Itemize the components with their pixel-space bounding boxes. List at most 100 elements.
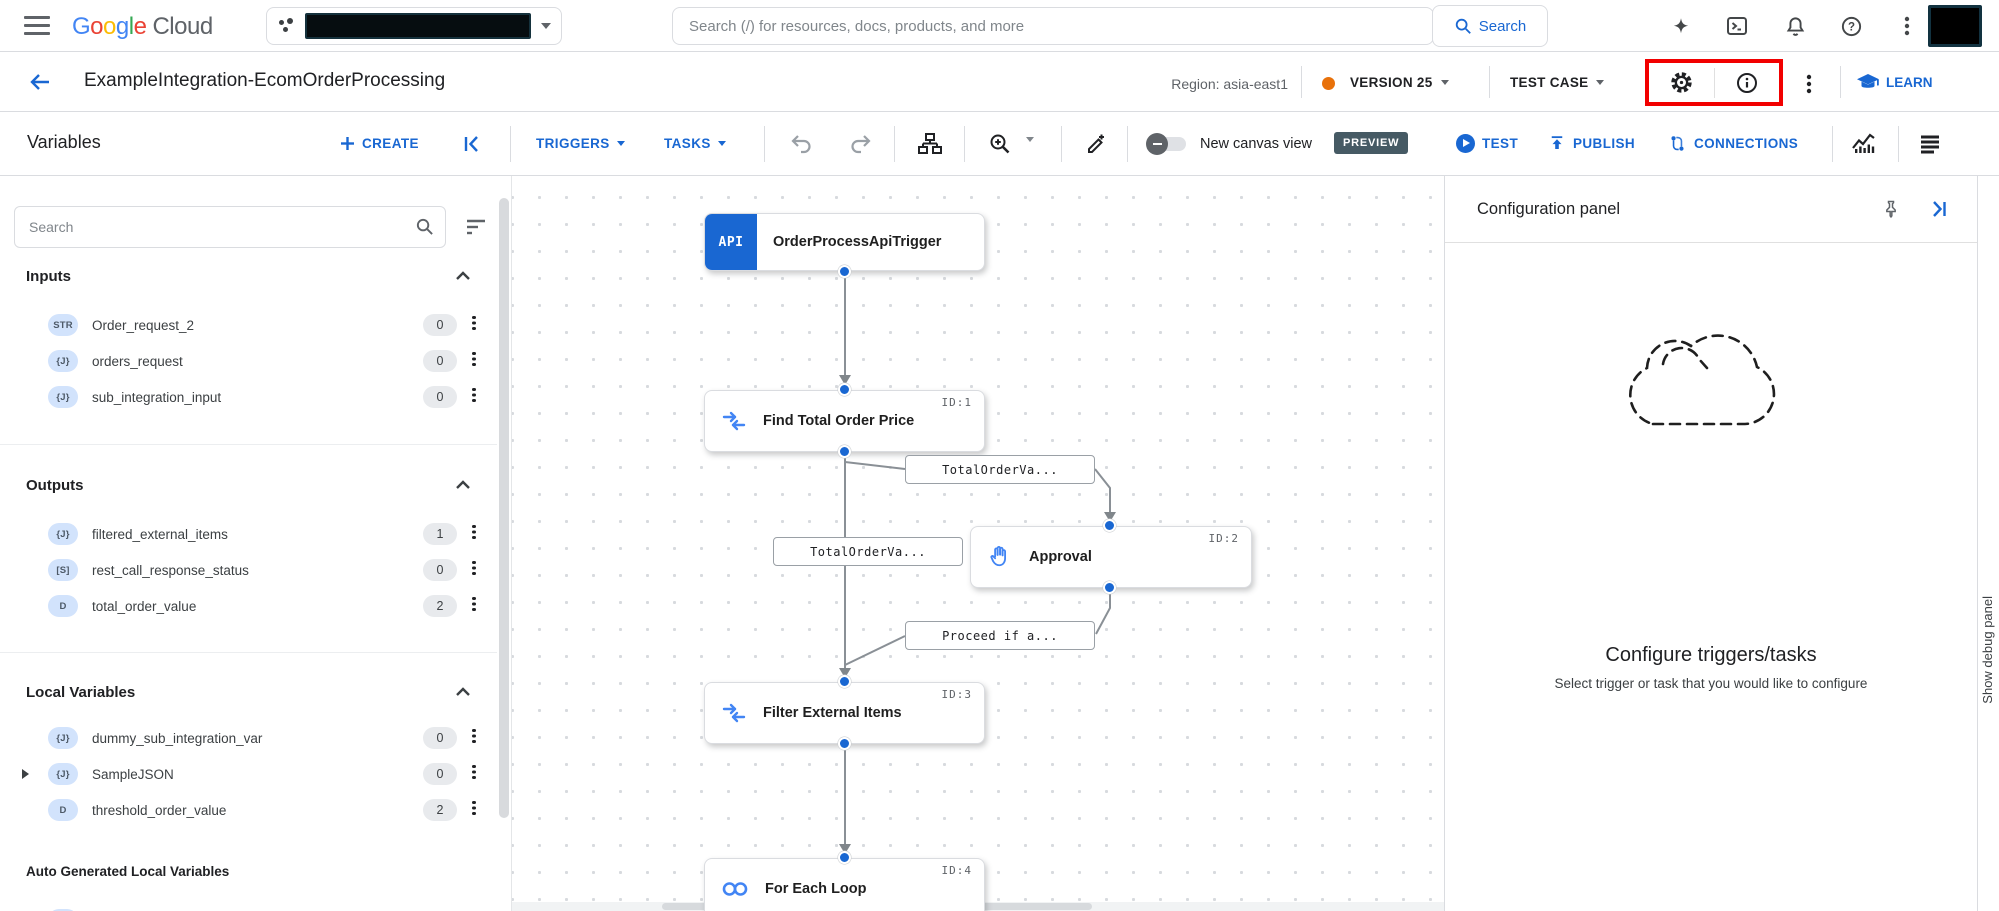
connector-dot[interactable] — [838, 851, 851, 864]
triggers-menu[interactable]: TRIGGERS — [536, 136, 625, 151]
expand-triangle-icon[interactable] — [22, 769, 29, 779]
divider — [1840, 66, 1841, 98]
divider — [1832, 126, 1833, 162]
undo-icon[interactable] — [788, 130, 816, 158]
section-inputs[interactable]: Inputs — [0, 261, 497, 291]
info-button[interactable] — [1715, 63, 1780, 102]
type-badge: {J} — [48, 763, 78, 785]
usage-count: 0 — [423, 763, 457, 785]
collapse-panel-icon[interactable] — [458, 130, 486, 158]
connector-dot[interactable] — [838, 445, 851, 458]
back-arrow-icon[interactable] — [28, 70, 52, 94]
connections-label: CONNECTIONS — [1694, 136, 1799, 151]
api-trigger-badge: API — [705, 214, 757, 270]
connector-dot[interactable] — [1103, 581, 1116, 594]
node-find-total-order-price[interactable]: ID:1 Find Total Order Price — [704, 390, 985, 452]
connector-dot[interactable] — [838, 675, 851, 688]
edge-label[interactable]: Proceed if a... — [905, 621, 1095, 650]
chevron-down-icon — [1596, 80, 1605, 85]
show-debug-panel-button[interactable]: Show debug panel — [1980, 596, 1995, 704]
menu-icon[interactable] — [24, 16, 50, 35]
redo-icon[interactable] — [846, 130, 874, 158]
search-button-label: Search — [1478, 17, 1527, 35]
section-outputs[interactable]: Outputs — [0, 470, 497, 500]
project-selector[interactable] — [266, 7, 562, 45]
create-variable-button[interactable]: CREATE — [340, 136, 419, 151]
cloud-shell-icon[interactable] — [1724, 13, 1750, 39]
editor-toolbar: Variables CREATE TRIGGERS TASKS — [0, 112, 1999, 176]
variable-row[interactable]: {J} sub_integration_input 0 — [0, 379, 497, 415]
connector-dot[interactable] — [838, 383, 851, 396]
chevron-up-icon[interactable] — [455, 480, 471, 490]
variable-row[interactable]: [S] rest_call_response_status 0 — [0, 552, 497, 588]
settings-gear-button[interactable] — [1649, 63, 1714, 102]
test-label: TEST — [1482, 136, 1519, 151]
usage-count: 1 — [423, 523, 457, 545]
variable-row[interactable]: {J} SampleJSON 0 — [0, 756, 497, 792]
type-badge: D — [48, 799, 78, 821]
test-button[interactable]: TEST — [1456, 134, 1518, 153]
more-vert-icon[interactable] — [1796, 71, 1822, 97]
type-badge: [S] — [48, 559, 78, 581]
svg-text:?: ? — [1847, 21, 1854, 33]
variable-row[interactable]: {J} orders_request 0 — [0, 343, 497, 379]
variable-row-partial[interactable] — [0, 902, 497, 911]
version-menu[interactable]: VERSION 25 — [1350, 75, 1449, 90]
section-title: Local Variables — [26, 683, 136, 701]
learn-button[interactable]: LEARN — [1856, 70, 1933, 94]
publish-label: PUBLISH — [1573, 135, 1636, 151]
new-canvas-view-toggle[interactable] — [1146, 133, 1188, 155]
section-local-variables[interactable]: Local Variables — [0, 677, 497, 707]
notifications-bell-icon[interactable] — [1782, 13, 1808, 39]
more-vert-icon[interactable] — [1894, 13, 1920, 39]
node-filter-external-items[interactable]: ID:3 Filter External Items — [704, 682, 985, 744]
tasks-menu[interactable]: TASKS — [664, 136, 726, 151]
edge-label[interactable]: TotalOrderVa... — [773, 537, 963, 566]
variables-search-input[interactable] — [14, 206, 446, 248]
pin-icon[interactable] — [1881, 199, 1901, 219]
layout-sitemap-icon[interactable] — [916, 130, 944, 158]
learn-school-icon — [1857, 74, 1879, 88]
usage-count: 2 — [423, 595, 457, 617]
integration-canvas[interactable]: API OrderProcessApiTrigger ID:1 Find Tot… — [512, 176, 1444, 911]
node-approval[interactable]: ID:2 Approval — [970, 526, 1252, 588]
metrics-chart-icon[interactable] — [1850, 130, 1878, 158]
global-search-input[interactable] — [672, 7, 1434, 45]
connector-dot[interactable] — [1103, 519, 1116, 532]
zoom-menu-caret[interactable] — [1026, 137, 1034, 160]
chevron-up-icon[interactable] — [455, 687, 471, 697]
connector-dot[interactable] — [838, 265, 851, 278]
type-badge: D — [48, 595, 78, 617]
approval-hand-icon — [987, 544, 1013, 570]
connections-button[interactable]: CONNECTIONS — [1668, 134, 1798, 153]
node-order-process-api-trigger[interactable]: API OrderProcessApiTrigger — [704, 213, 985, 271]
sidebar-scrollbar[interactable] — [499, 198, 509, 818]
chevron-up-icon[interactable] — [455, 271, 471, 281]
edge-label[interactable]: TotalOrderVa... — [905, 455, 1095, 484]
zoom-in-icon[interactable] — [986, 130, 1014, 158]
variable-row[interactable]: {J} filtered_external_items 1 — [0, 516, 497, 552]
search-button[interactable]: Search — [1432, 5, 1548, 47]
variable-row[interactable]: D threshold_order_value 2 — [0, 792, 497, 828]
avatar[interactable] — [1928, 5, 1982, 47]
logs-list-icon[interactable] — [1916, 130, 1944, 158]
publish-button[interactable]: PUBLISH — [1548, 134, 1635, 152]
help-icon[interactable]: ? — [1838, 13, 1864, 39]
gemini-sparkle-icon[interactable] — [1668, 13, 1694, 39]
magic-edit-wand-icon[interactable] — [1082, 130, 1110, 158]
variable-row[interactable]: STR Order_request_2 0 — [0, 307, 497, 343]
variable-row[interactable]: {J} dummy_sub_integration_var 0 — [0, 720, 497, 756]
variable-row[interactable]: D total_order_value 2 — [0, 588, 497, 624]
divider — [0, 652, 497, 653]
create-label: CREATE — [362, 136, 419, 151]
collapse-right-icon[interactable] — [1929, 200, 1949, 218]
test-case-menu[interactable]: TEST CASE — [1510, 75, 1605, 90]
filter-list-icon[interactable] — [464, 217, 488, 237]
connector-dot[interactable] — [838, 737, 851, 750]
node-for-each-loop[interactable]: ID:4 For Each Loop — [704, 858, 985, 911]
test-case-label: TEST CASE — [1510, 75, 1589, 90]
type-badge: {J} — [48, 350, 78, 372]
